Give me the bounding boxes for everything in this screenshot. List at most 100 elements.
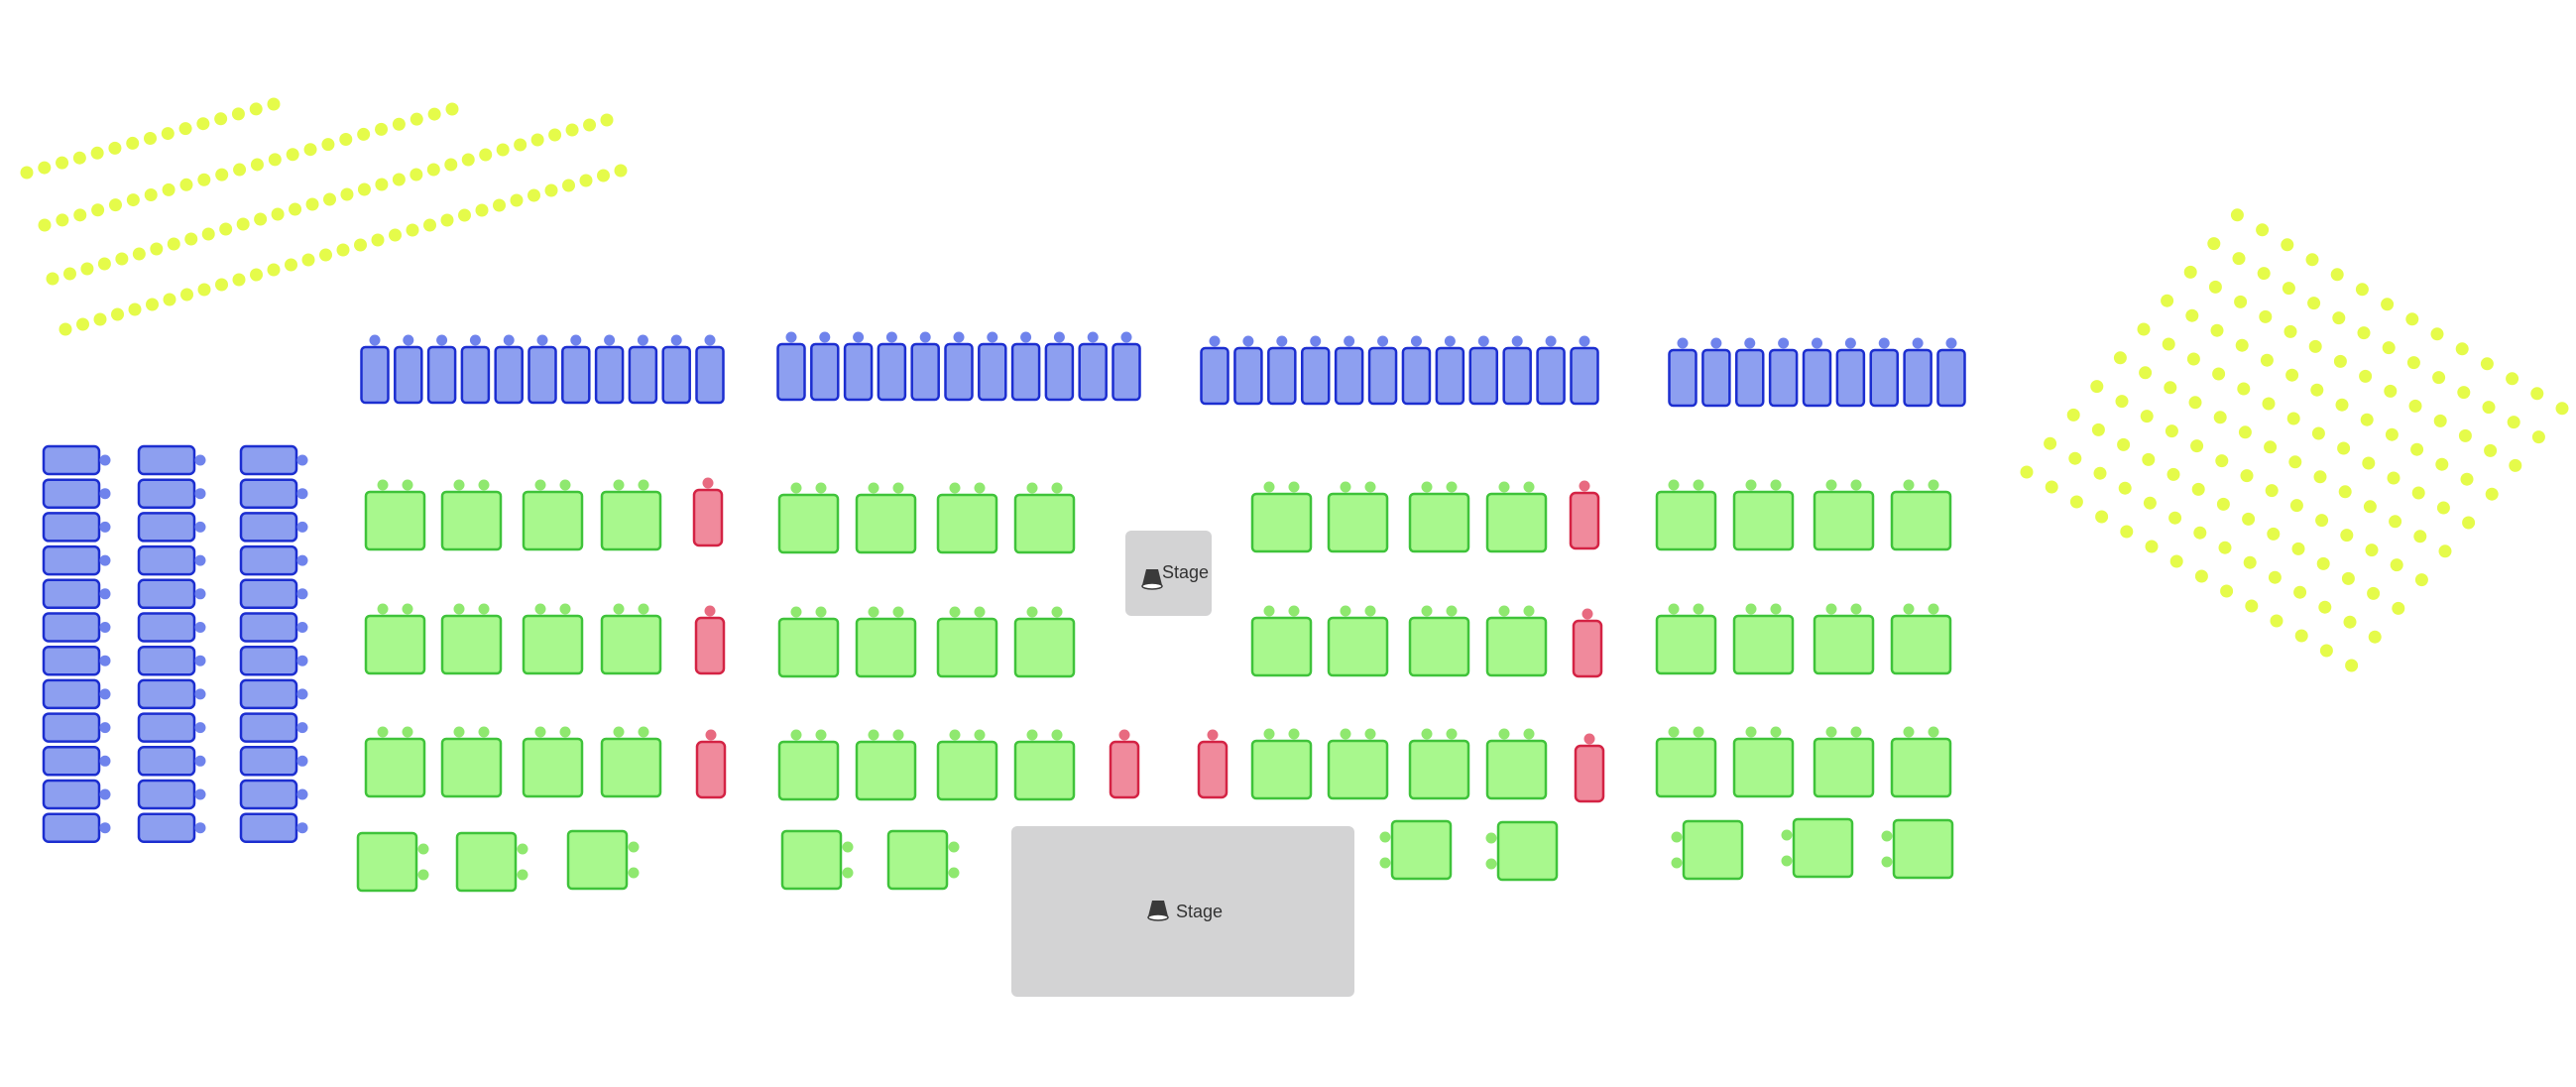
standing-seat[interactable]: [126, 193, 140, 207]
seat[interactable]: [843, 331, 874, 402]
standing-seat[interactable]: [2311, 426, 2325, 440]
standing-seat[interactable]: [410, 112, 423, 126]
seat[interactable]: [137, 578, 206, 610]
seat[interactable]: [460, 334, 491, 405]
standing-seat[interactable]: [167, 237, 180, 251]
standing-seat[interactable]: [80, 262, 94, 276]
standing-seat[interactable]: [2460, 472, 2474, 486]
standing-seat[interactable]: [426, 163, 440, 177]
seat[interactable]: [1735, 337, 1765, 408]
seat[interactable]: [695, 334, 725, 405]
seat[interactable]: [137, 444, 206, 476]
seat[interactable]: [137, 746, 206, 777]
table[interactable]: [522, 479, 584, 551]
seat[interactable]: [42, 779, 111, 810]
seat[interactable]: [239, 478, 308, 509]
seat[interactable]: [1044, 331, 1075, 402]
standing-seat[interactable]: [392, 117, 406, 131]
standing-seat[interactable]: [2319, 644, 2333, 658]
standing-seat[interactable]: [444, 158, 458, 172]
standing-seat[interactable]: [303, 143, 317, 157]
seat[interactable]: [877, 331, 907, 402]
standing-seat[interactable]: [2267, 527, 2281, 541]
standing-seat[interactable]: [461, 153, 475, 167]
seat[interactable]: [1468, 335, 1499, 406]
standing-seat[interactable]: [2257, 267, 2271, 281]
seat[interactable]: [661, 334, 691, 405]
standing-seat[interactable]: [2044, 436, 2057, 450]
table[interactable]: [1890, 603, 1952, 675]
standing-seat[interactable]: [2506, 372, 2519, 386]
seat[interactable]: [42, 612, 111, 643]
standing-seat[interactable]: [2259, 309, 2273, 323]
seat[interactable]: [944, 331, 974, 402]
table[interactable]: [1379, 819, 1453, 881]
standing-seat[interactable]: [2359, 369, 2373, 383]
standing-seat[interactable]: [406, 223, 419, 237]
seat[interactable]: [776, 331, 806, 402]
standing-seat[interactable]: [90, 146, 104, 160]
seat[interactable]: [594, 334, 625, 405]
standing-seat[interactable]: [2095, 510, 2109, 524]
standing-seat[interactable]: [2362, 456, 2376, 470]
standing-seat[interactable]: [56, 156, 69, 170]
standing-seat[interactable]: [2212, 367, 2226, 381]
standing-seat[interactable]: [161, 127, 175, 141]
table[interactable]: [936, 606, 998, 678]
table[interactable]: [600, 726, 662, 798]
seat[interactable]: [42, 544, 111, 576]
seat[interactable]: [42, 444, 111, 476]
standing-seat[interactable]: [2265, 484, 2279, 498]
table[interactable]: [1250, 481, 1313, 553]
table[interactable]: [886, 829, 960, 891]
standing-seat[interactable]: [2120, 525, 2134, 539]
table[interactable]: [1890, 479, 1952, 551]
standing-seat[interactable]: [2363, 500, 2377, 514]
standing-seat[interactable]: [2316, 556, 2330, 570]
table[interactable]: [455, 831, 528, 893]
standing-seat[interactable]: [2190, 439, 2204, 453]
standing-seat[interactable]: [2305, 253, 2319, 267]
standing-seat[interactable]: [201, 227, 215, 241]
table[interactable]: [777, 482, 840, 554]
standing-seat[interactable]: [180, 288, 193, 302]
seat[interactable]: [137, 645, 206, 676]
seat[interactable]: [1334, 335, 1364, 406]
seat[interactable]: [1435, 335, 1465, 406]
standing-seat[interactable]: [249, 102, 263, 116]
standing-seat[interactable]: [475, 203, 489, 217]
seat[interactable]: [42, 746, 111, 777]
table[interactable]: [1485, 820, 1559, 882]
standing-seat[interactable]: [2413, 530, 2427, 544]
standing-seat[interactable]: [2068, 451, 2082, 465]
standing-seat[interactable]: [2143, 496, 2157, 510]
reserved-seat[interactable]: [694, 605, 726, 675]
standing-seat[interactable]: [2140, 410, 2154, 423]
seat[interactable]: [239, 512, 308, 543]
table[interactable]: [777, 606, 840, 678]
standing-seat[interactable]: [2117, 437, 2131, 451]
standing-seat[interactable]: [410, 168, 423, 181]
seat[interactable]: [239, 444, 308, 476]
standing-seat[interactable]: [2484, 443, 2498, 457]
standing-seat[interactable]: [392, 173, 406, 186]
standing-seat[interactable]: [2165, 424, 2178, 438]
reserved-seat[interactable]: [1109, 729, 1140, 799]
standing-seat[interactable]: [163, 293, 176, 306]
standing-seat[interactable]: [2093, 466, 2107, 480]
standing-seat[interactable]: [600, 113, 614, 127]
standing-seat[interactable]: [375, 122, 389, 136]
standing-seat[interactable]: [2208, 280, 2222, 294]
standing-seat[interactable]: [2270, 614, 2283, 628]
seat[interactable]: [810, 331, 840, 402]
standing-seat[interactable]: [2164, 381, 2177, 395]
standing-seat[interactable]: [2385, 427, 2399, 441]
standing-seat[interactable]: [2183, 265, 2197, 279]
standing-seat[interactable]: [146, 298, 159, 311]
reserved-seat[interactable]: [695, 729, 727, 799]
standing-seat[interactable]: [2168, 511, 2182, 525]
standing-seat[interactable]: [162, 182, 176, 196]
standing-seat[interactable]: [20, 166, 34, 180]
seat[interactable]: [1570, 335, 1599, 406]
seat[interactable]: [239, 712, 308, 743]
